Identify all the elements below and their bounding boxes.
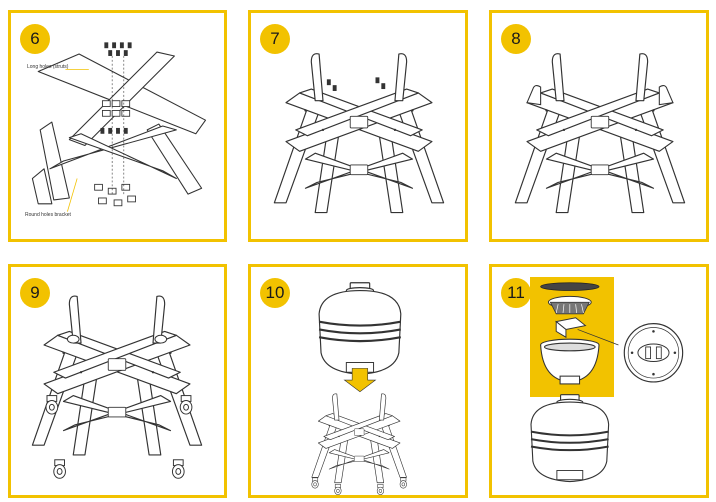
round-holes-callout: Round holes bracket	[25, 212, 71, 218]
step-11-panel: 11	[489, 264, 709, 498]
stand-with-wheels-illustration	[31, 295, 203, 479]
step-7-panel: 7	[248, 10, 468, 242]
step-number-badge: 10	[260, 278, 290, 308]
step-9-panel: 9	[8, 264, 227, 498]
step-6-panel: 6 Long holes (st	[8, 10, 227, 242]
grill-onto-stand-illustration	[311, 281, 407, 495]
step-number-badge: 6	[20, 24, 50, 54]
long-holes-callout: Long holes (struts)	[27, 64, 69, 70]
stand-with-brackets-illustration	[514, 53, 686, 214]
step-number-badge: 8	[501, 24, 531, 54]
firebox-assembly-illustration	[529, 282, 684, 483]
step-10-panel: 10	[248, 264, 468, 498]
stand-with-uprights-illustration	[273, 53, 445, 214]
step-8-panel: 8	[489, 10, 709, 242]
step-number-badge: 9	[20, 278, 50, 308]
down-arrow-icon	[343, 368, 377, 393]
strut-assembly-illustration	[31, 42, 207, 212]
step-number-badge: 7	[260, 24, 290, 54]
step-number-badge: 11	[501, 278, 531, 308]
